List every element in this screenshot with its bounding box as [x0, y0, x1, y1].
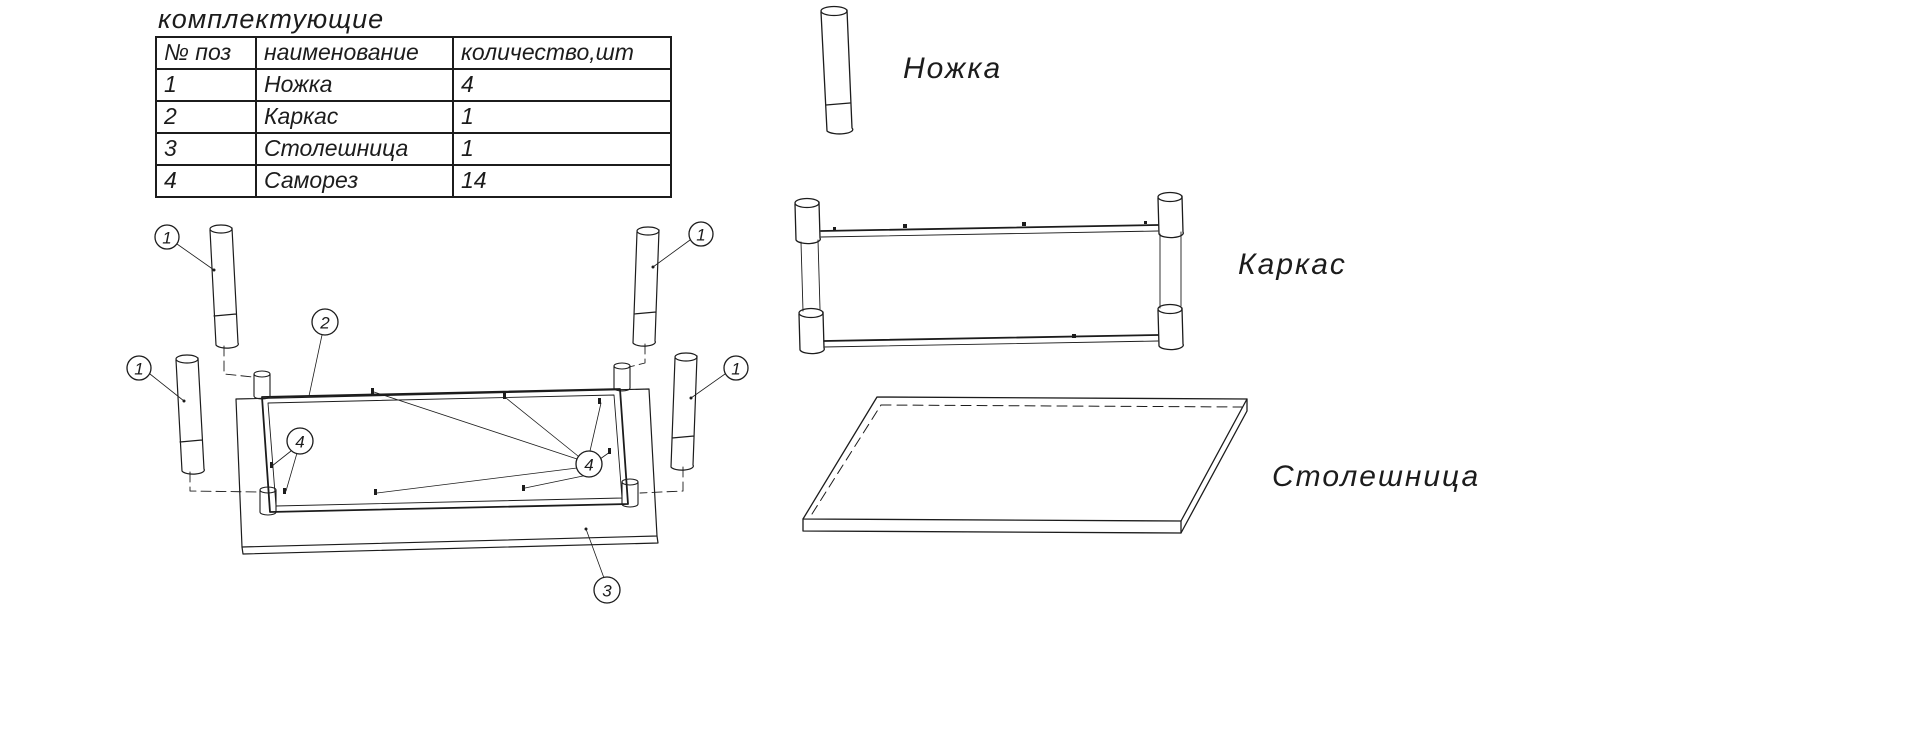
cell-name: Ножка [255, 68, 454, 102]
page-title: комплектующие [158, 4, 385, 34]
tabletop-part-label: Столешница [1272, 460, 1481, 493]
cell-pos: 3 [155, 132, 257, 166]
cell-name: Саморез [255, 164, 454, 198]
parts-table: № поз наименование количество,шт 1 Ножка… [155, 36, 672, 198]
balloon-number: 1 [134, 360, 143, 379]
frame-part-label: Каркас [1238, 248, 1347, 281]
tabletop-hidden-edge-dashed [811, 404, 1243, 515]
frame-rails [800, 224, 1182, 348]
cell-qty: 14 [452, 164, 672, 198]
cell-pos: 1 [155, 68, 257, 102]
leg-part-label: Ножка [903, 52, 1003, 85]
cell-qty: 4 [452, 68, 672, 102]
balloon-number: 1 [162, 229, 171, 248]
cell-name: Столешница [255, 132, 454, 166]
cell-pos: 4 [155, 164, 257, 198]
cell-qty: 1 [452, 132, 672, 166]
parts-table-header-row: № поз наименование количество,шт [155, 36, 672, 70]
balloon-screw-right: 4 [575, 450, 603, 478]
balloon-leg-4: 1 [723, 355, 749, 381]
exploded-leg [209, 224, 239, 349]
balloon-frame: 2 [311, 308, 339, 336]
cell-pos: 2 [155, 100, 257, 134]
tabletop-part-drawing [802, 396, 1248, 534]
header-name: наименование [255, 36, 454, 70]
balloon-number: 3 [602, 582, 612, 601]
balloon-number: 1 [696, 226, 705, 245]
leg-part-drawing [820, 5, 854, 135]
cell-name: Каркас [255, 100, 454, 134]
assembly-axis-dashed [189, 343, 684, 494]
header-pos: № поз [155, 36, 257, 70]
frame-corner-socket [253, 370, 271, 400]
exploded-frame [253, 362, 639, 516]
balloon-leg-3: 1 [126, 355, 152, 381]
exploded-leg [632, 226, 660, 347]
balloon-number: 1 [731, 360, 740, 379]
exploded-leg [670, 352, 698, 471]
frame-part-drawing [794, 191, 1184, 355]
exploded-leg [175, 354, 205, 475]
table-row: 1 Ножка 4 [155, 68, 672, 102]
balloon-number: 4 [295, 433, 304, 452]
table-row: 4 Саморез 14 [155, 164, 672, 198]
screw-mark [270, 388, 611, 495]
balloon-number: 2 [319, 314, 330, 333]
balloon-leader-line [149, 239, 726, 579]
header-qty: количество,шт [452, 36, 672, 70]
frame-corner-socket [621, 478, 639, 508]
exploded-tabletop [235, 388, 659, 555]
table-row: 2 Каркас 1 [155, 100, 672, 134]
frame-corner-socket [259, 486, 277, 516]
balloon-leg-2: 1 [688, 221, 714, 247]
frame-corner-socket [613, 362, 631, 392]
exploded-assembly-view: 1 1 1 1 2 4 4 [126, 221, 749, 604]
balloon-leg-1: 1 [154, 224, 180, 250]
table-row: 3 Столешница 1 [155, 132, 672, 166]
balloon-tabletop: 3 [593, 576, 621, 604]
cell-qty: 1 [452, 100, 672, 134]
balloon-screw-left: 4 [286, 427, 314, 455]
screw-mark [833, 221, 1147, 338]
balloon-number: 4 [584, 456, 593, 475]
